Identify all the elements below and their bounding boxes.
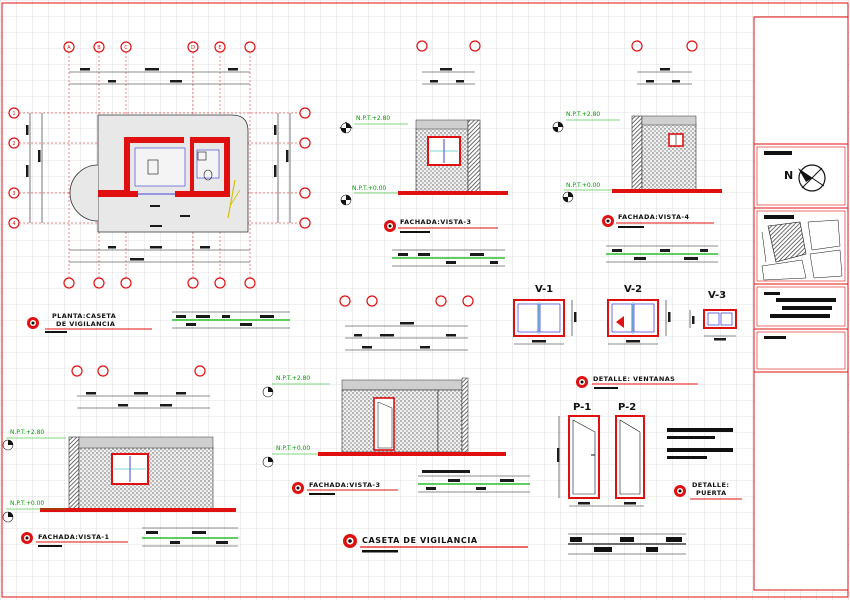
level-top: N.P.T.+2.80 (356, 115, 390, 122)
level-top: N.P.T.+2.80 (10, 429, 44, 436)
level-top: N.P.T.+2.80 (566, 111, 600, 118)
axis-label: E (218, 45, 221, 51)
level-bottom: N.P.T.+0.00 (352, 185, 386, 192)
location-map (761, 219, 843, 281)
level-bottom: N.P.T.+0.00 (566, 182, 600, 189)
axis-label: 2 (12, 141, 15, 147)
facade-3-top-title: FACHADA:VISTA-3 (400, 218, 471, 226)
north-letter: N (784, 169, 793, 182)
door-label: P-1 (573, 402, 591, 413)
axis-label: C (124, 45, 128, 51)
door-detail: P-1 P-2 DETALLE: PUERTA (557, 402, 742, 555)
axis-label: 1 (12, 111, 15, 117)
main-title: CASETA DE VIGILANCIA (362, 536, 478, 545)
plan-title-block: PLANTA:CASETA DE VIGILANCIA (27, 311, 290, 333)
facade-4-title: FACHADA:VISTA-4 (618, 213, 689, 221)
facade-1: N.P.T.+2.80 N.P.T.+0.00 FACHADA:VISTA-1 (2, 365, 238, 547)
window-label: V-1 (535, 284, 553, 295)
windows-detail-title: DETALLE: VENTANAS (593, 375, 675, 383)
axis-label: B (97, 45, 101, 51)
level-bottom: N.P.T.+0.00 (276, 445, 310, 452)
windows-detail: V-1 V-2 V-3 DETALLE: VENTANAS (513, 284, 737, 389)
level-top: N.P.T.+2.80 (276, 375, 310, 382)
door-detail-title: DETALLE: (692, 481, 729, 489)
floor-plan: A B C D E 1 2 3 4 (8, 41, 311, 289)
level-bottom: N.P.T.+0.00 (10, 500, 44, 507)
window-label: V-3 (708, 290, 726, 301)
axis-label: 4 (12, 221, 15, 227)
facade-3-bottom-title: FACHADA:VISTA-3 (309, 481, 380, 489)
facade-3-top: N.P.T.+2.80 N.P.T.+0.00 FACHADA:VISTA-3 (339, 40, 508, 267)
plan-title-line2: DE VIGILANCIA (56, 320, 115, 328)
door-detail-title-line2: PUERTA (696, 489, 727, 497)
axis-label: D (191, 45, 195, 51)
north-arrow-icon: N (784, 164, 826, 192)
facade-3-bottom: N.P.T.+2.80 N.P.T.+0.00 FACHADA:VISTA-3 (262, 295, 530, 495)
plan-title: PLANTA:CASETA (52, 312, 116, 320)
window-label: V-2 (624, 284, 642, 295)
door-label: P-2 (618, 402, 636, 413)
axis-label: A (67, 45, 71, 51)
title-block: N (753, 16, 849, 591)
axis-label: 3 (12, 191, 15, 197)
facade-1-title: FACHADA:VISTA-1 (38, 533, 109, 541)
main-title-block: CASETA DE VIGILANCIA (343, 534, 528, 553)
facade-4: N.P.T.+2.80 N.P.T.+0.00 FACHADA:VISTA-4 (552, 40, 722, 263)
